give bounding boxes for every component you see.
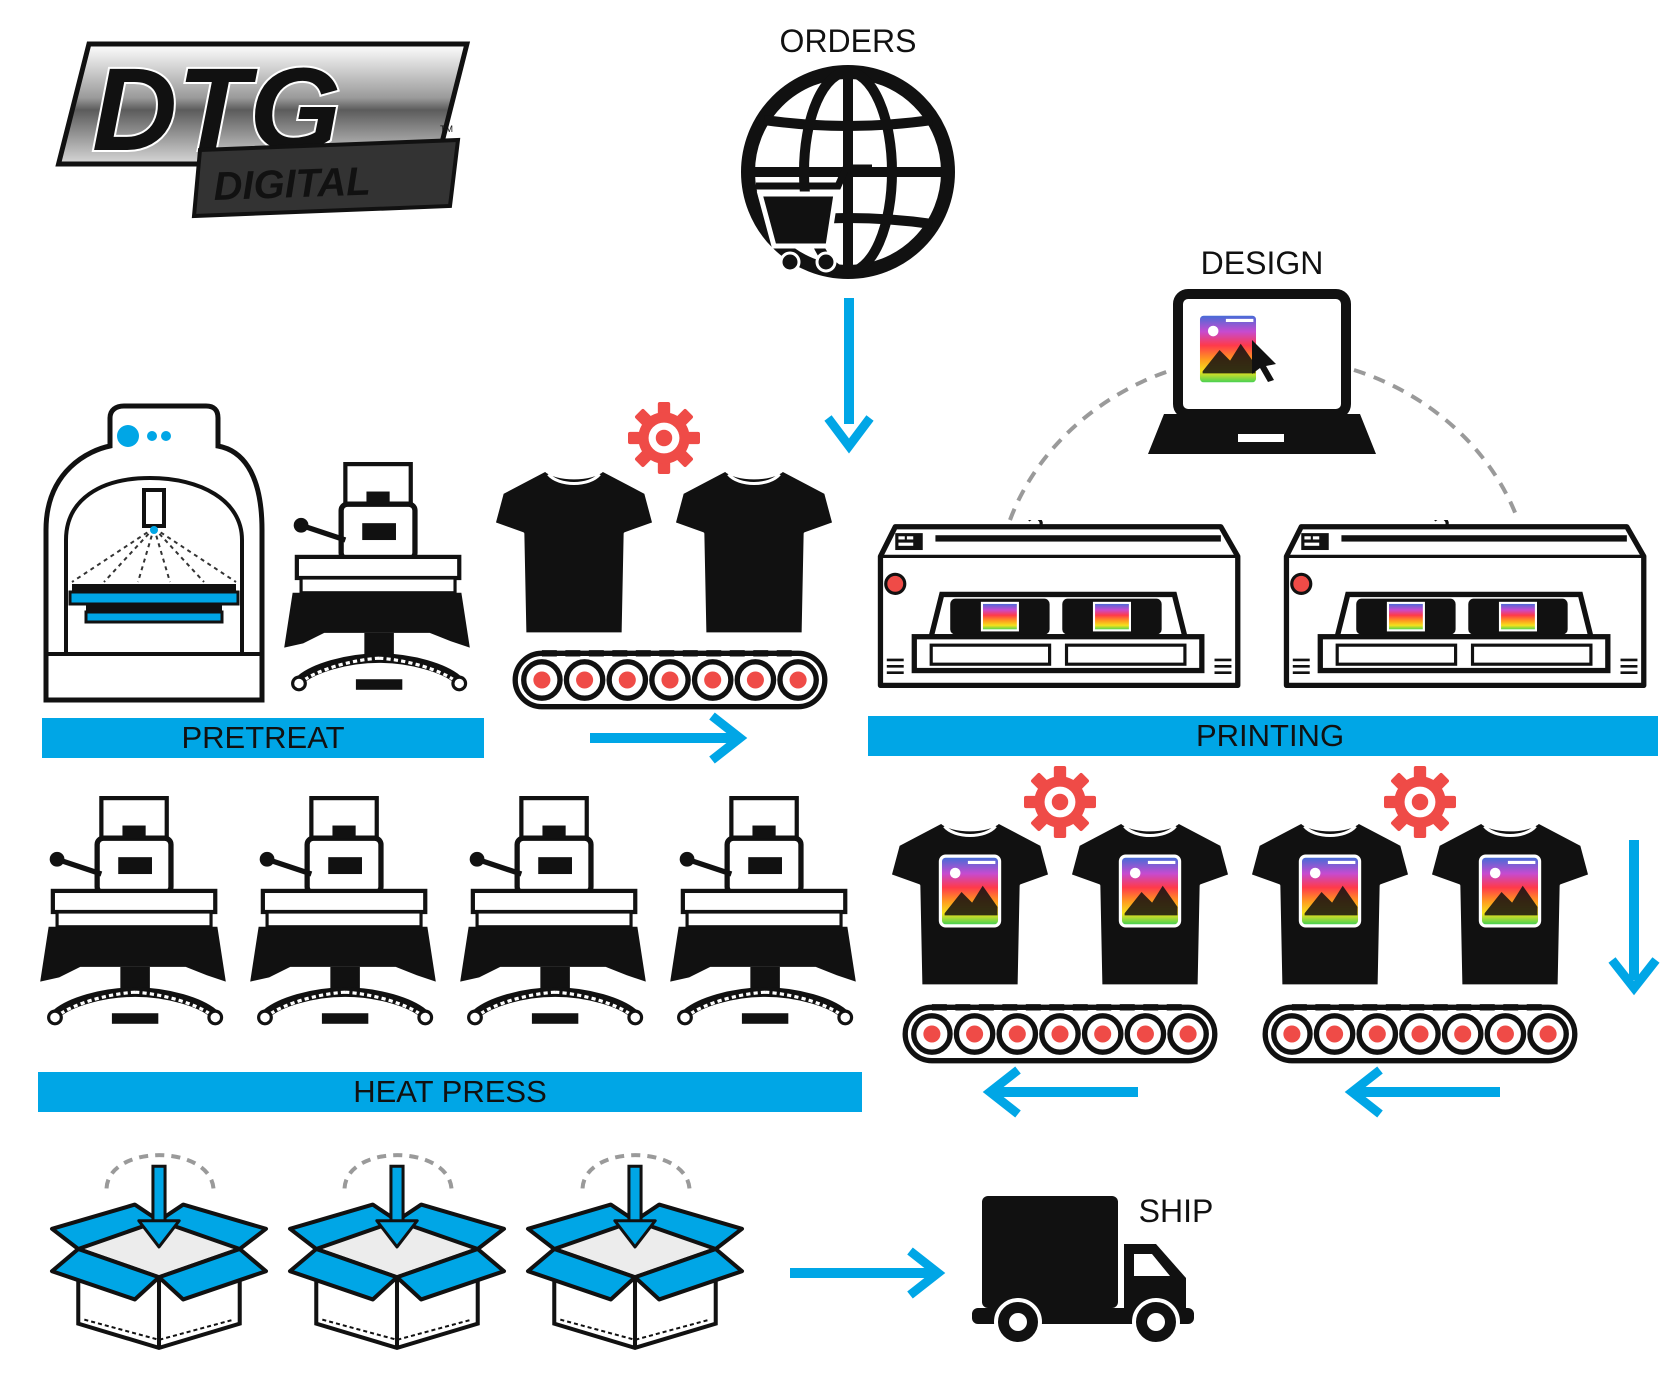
heat-press-icon [460, 798, 646, 1024]
heat-press-icon [250, 798, 436, 1024]
pretreat-label: PRETREAT [181, 720, 344, 755]
pretreat-bar [42, 718, 484, 758]
arrow-right-ship [790, 1247, 946, 1299]
heat-press-bar [38, 1072, 862, 1112]
tshirt-icon [672, 468, 836, 636]
logo-text-secondary: DIGITAL [213, 160, 371, 209]
gear-icon [1384, 766, 1456, 838]
dtg-digital-logo: DTG DIGITAL TM [55, 41, 471, 219]
heat-press-icon [670, 798, 856, 1024]
gear-icon [1024, 766, 1096, 838]
dashed-link-left [1008, 368, 1173, 521]
box-icon [528, 1155, 742, 1348]
heat-press-icon [284, 464, 470, 690]
ship-label: SHIP [1139, 1193, 1214, 1229]
heat-press-label: HEAT PRESS [353, 1074, 547, 1109]
orders-label: ORDERS [780, 23, 917, 59]
arrow-right-pretreat [590, 712, 748, 764]
logo-trademark: TM [440, 124, 453, 134]
heat-press-icon [40, 798, 226, 1024]
printing-bar [868, 716, 1658, 756]
conveyor-belt-icon [905, 1007, 1215, 1060]
logo-text-primary: DTG [92, 44, 341, 176]
dashed-link-right [1353, 368, 1520, 521]
globe-cart-icon [741, 65, 955, 279]
pretreat-machine-icon [43, 403, 265, 703]
gear-icon [628, 402, 700, 474]
printed-design [1478, 854, 1542, 928]
dtg-printer-icon [1286, 517, 1643, 685]
truck-icon [972, 1196, 1194, 1346]
conveyor-belt-icon [515, 653, 825, 706]
printed-design [938, 854, 1002, 928]
box-icon [290, 1155, 504, 1348]
printed-design [1118, 854, 1182, 928]
conveyor-belt-icon [1265, 1007, 1575, 1060]
design-label: DESIGN [1201, 245, 1324, 281]
printing-label: PRINTING [1196, 718, 1344, 753]
printed-design [1298, 854, 1362, 928]
arrow-down-orders [824, 298, 874, 454]
arrow-left-1 [982, 1066, 1138, 1118]
arrow-down-printing [1608, 840, 1660, 996]
tshirt-icon [492, 468, 656, 636]
arrow-left-2 [1344, 1066, 1500, 1118]
dtg-printer-icon [880, 517, 1237, 685]
box-icon [52, 1155, 266, 1348]
laptop-icon [1148, 289, 1376, 454]
